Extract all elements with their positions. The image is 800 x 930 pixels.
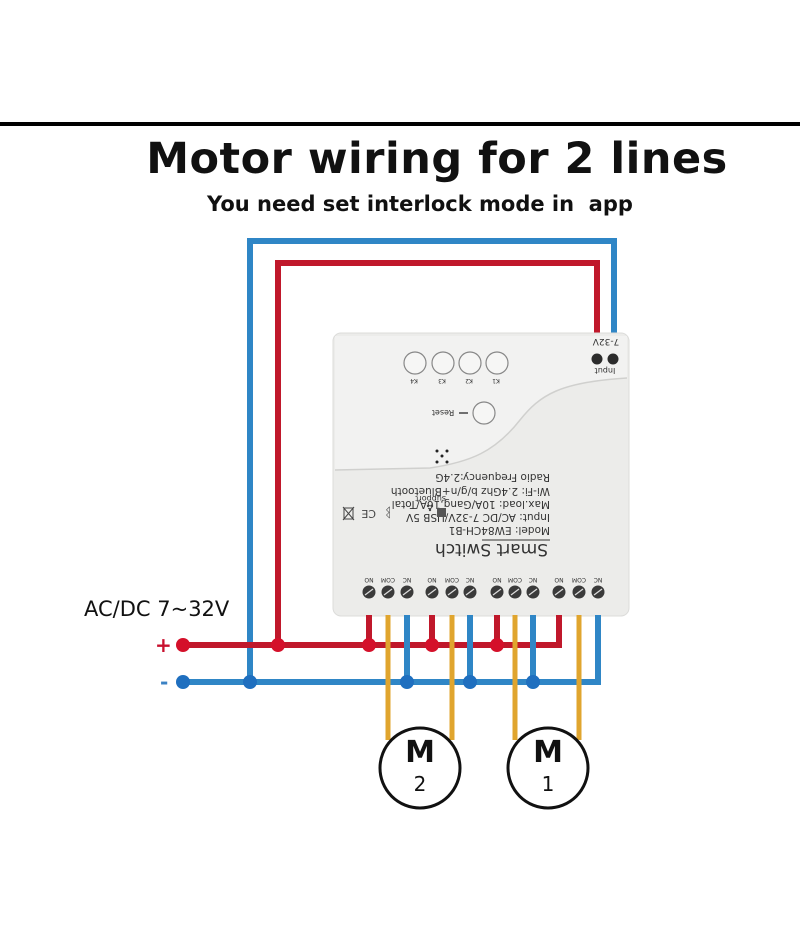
negative-feed-junction xyxy=(243,675,257,689)
button-label-k3: K3 xyxy=(438,377,446,384)
motor-1-letter: M xyxy=(533,735,563,770)
terminal-slot xyxy=(427,588,437,596)
terminal-label: NO xyxy=(554,576,563,583)
spec-line: Input: AC/DC 7-32V/USB 5V xyxy=(405,511,550,523)
input-terminal-positive xyxy=(591,353,603,365)
page-title: Motor wiring for 2 lines xyxy=(146,134,728,184)
button-k3[interactable] xyxy=(431,351,455,375)
positive-feed-junction xyxy=(271,638,285,652)
button-label-k1: K1 xyxy=(492,377,500,384)
terminal-block: NO COM NC NO COM NC NO COM NC NO COM NC xyxy=(362,576,605,599)
spec-line: Wi-Fi: 2.4Ghz b/g/n+Bluetooth xyxy=(391,485,550,497)
positive-supply-node xyxy=(176,638,190,652)
ce-mark-icon: CE xyxy=(361,507,376,520)
negative-feed-wire xyxy=(247,238,617,682)
support-label: support xyxy=(415,494,446,503)
negative-rail xyxy=(183,615,601,685)
positive-rail xyxy=(183,615,562,648)
terminal-label: NO xyxy=(492,576,501,583)
terminal-label: NC xyxy=(466,576,475,583)
input-caption: Input xyxy=(595,366,616,375)
rail-wires xyxy=(176,615,601,740)
motor-2-letter: M xyxy=(405,735,435,770)
bluetooth-mark-icon: ᛒ xyxy=(384,504,392,519)
terminal-slot xyxy=(465,588,475,596)
negative-junction xyxy=(463,675,477,689)
terminal-slot xyxy=(383,588,393,596)
terminal-label: NO xyxy=(427,576,436,583)
motors: M 2 M 1 xyxy=(378,726,590,810)
positive-junction xyxy=(362,638,376,652)
supply-voltage-label: AC/DC 7~32V xyxy=(84,597,230,621)
terminal-label: COM xyxy=(508,576,522,583)
negative-symbol: - xyxy=(160,670,168,694)
positive-symbol: + xyxy=(155,633,172,657)
motor-1-circle xyxy=(506,726,590,810)
button-k4[interactable] xyxy=(403,351,427,375)
terminal-slot xyxy=(593,588,603,596)
positive-feed-wire xyxy=(275,260,600,645)
terminal-label: NC xyxy=(529,576,538,583)
device-name: Smart Switch xyxy=(435,539,548,559)
smart-switch-device: 7-32V Input K4 K3 K2 K1 Reset xyxy=(332,332,630,617)
negative-junction xyxy=(400,675,414,689)
terminal-label: COM xyxy=(572,576,586,583)
weee-bin-icon xyxy=(342,506,355,521)
input-voltage-label: 7-32V xyxy=(592,336,619,346)
spec-line: Radio Frequency:2.4G xyxy=(435,471,550,483)
terminal-slot xyxy=(492,588,502,596)
terminal-slot xyxy=(402,588,412,596)
terminal-label: NC xyxy=(403,576,412,583)
terminal-slot xyxy=(554,588,564,596)
top-divider xyxy=(0,122,800,126)
negative-supply-node xyxy=(176,675,190,689)
positive-junction xyxy=(490,638,504,652)
button-label-k4: K4 xyxy=(410,377,418,384)
spec-line: Max.load: 10A/Gang,16A/Total xyxy=(392,498,550,510)
terminal-slot xyxy=(510,588,520,596)
reset-button[interactable] xyxy=(472,401,496,425)
motor-1-number: 1 xyxy=(542,772,555,796)
terminal-slot xyxy=(364,588,374,596)
terminal-label: NC xyxy=(594,576,603,583)
input-terminal-negative xyxy=(607,353,619,365)
support-qr: support xyxy=(415,494,446,517)
status-led-holes xyxy=(435,449,449,464)
motor-2-circle xyxy=(378,726,462,810)
negative-junction xyxy=(526,675,540,689)
button-label-k2: K2 xyxy=(465,377,473,384)
positive-junction xyxy=(425,638,439,652)
page-subtitle: You need set interlock mode in app xyxy=(207,192,633,216)
terminal-slot xyxy=(447,588,457,596)
motor-1: M 1 xyxy=(506,726,590,810)
motor-2-number: 2 xyxy=(414,772,427,796)
relay-buttons: K4 K3 K2 K1 xyxy=(403,351,509,384)
spec-line: Model: EW84CH-B1 xyxy=(449,524,550,536)
terminal-label: NO xyxy=(364,576,373,583)
terminal-label: COM xyxy=(381,576,395,583)
button-k1[interactable] xyxy=(485,351,509,375)
motor-2: M 2 xyxy=(378,726,462,810)
terminal-label: COM xyxy=(445,576,459,583)
button-k2[interactable] xyxy=(458,351,482,375)
terminal-slot xyxy=(574,588,584,596)
terminal-slot xyxy=(528,588,538,596)
reset-label: Reset xyxy=(432,408,454,417)
